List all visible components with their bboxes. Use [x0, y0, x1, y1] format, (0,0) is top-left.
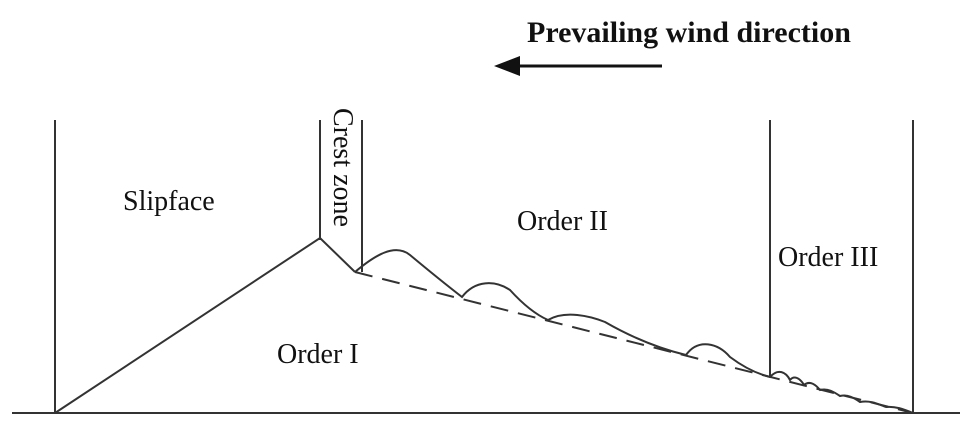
- order-2-label: Order II: [517, 206, 608, 237]
- diagram-title: Prevailing wind direction: [527, 16, 851, 49]
- slipface-profile-line: [54, 236, 356, 414]
- order-1-label: Order I: [277, 339, 359, 370]
- mean-stoss-slope-dashed-line: [354, 271, 914, 414]
- crest-zone-label: Crest zone: [327, 108, 358, 227]
- wind-arrow-icon: [494, 56, 662, 76]
- order-3-label: Order III: [778, 242, 878, 273]
- order-2-bedforms-curve: [354, 249, 914, 414]
- slipface-label: Slipface: [123, 186, 215, 217]
